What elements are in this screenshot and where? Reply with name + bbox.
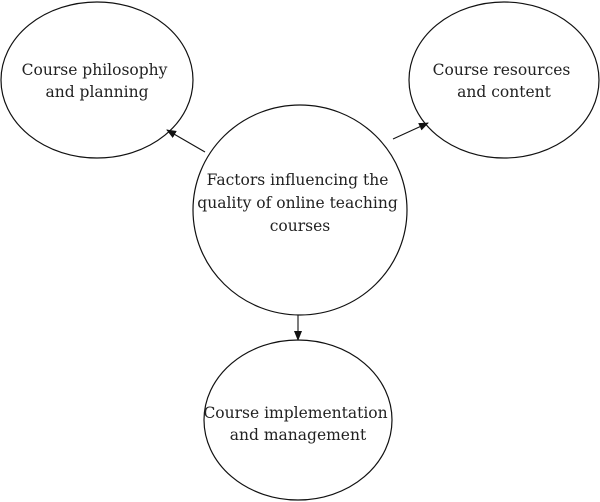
top-left-node-circle (0, 1, 194, 159)
center-node-circle (192, 104, 408, 316)
center-node-label: Factors influencing the quality of onlin… (197, 171, 402, 235)
top-left-node-line-2: and planning (45, 83, 148, 101)
top-left-node-line-1: Course philosophy (22, 61, 168, 79)
arrow-to-top-left (166, 129, 206, 153)
arrow-to-top-right (392, 122, 429, 140)
top-right-node-line-1: Course resources (433, 61, 571, 79)
bottom-node-line-1: Course implementation (203, 404, 387, 422)
top-right-node-line-2: and content (457, 83, 551, 101)
bottom-node-line-2: and management (230, 426, 367, 444)
center-node-line-2: quality of online teaching (197, 194, 398, 212)
top-right-node-circle (408, 1, 600, 159)
top-left-node-label: Course philosophy and planning (22, 61, 173, 101)
center-node-line-1: Factors influencing the (207, 171, 389, 189)
top-right-node-label: Course resources and content (433, 61, 576, 101)
bottom-node-label: Course implementation and management (203, 404, 392, 444)
center-node-line-3: courses (270, 217, 331, 235)
